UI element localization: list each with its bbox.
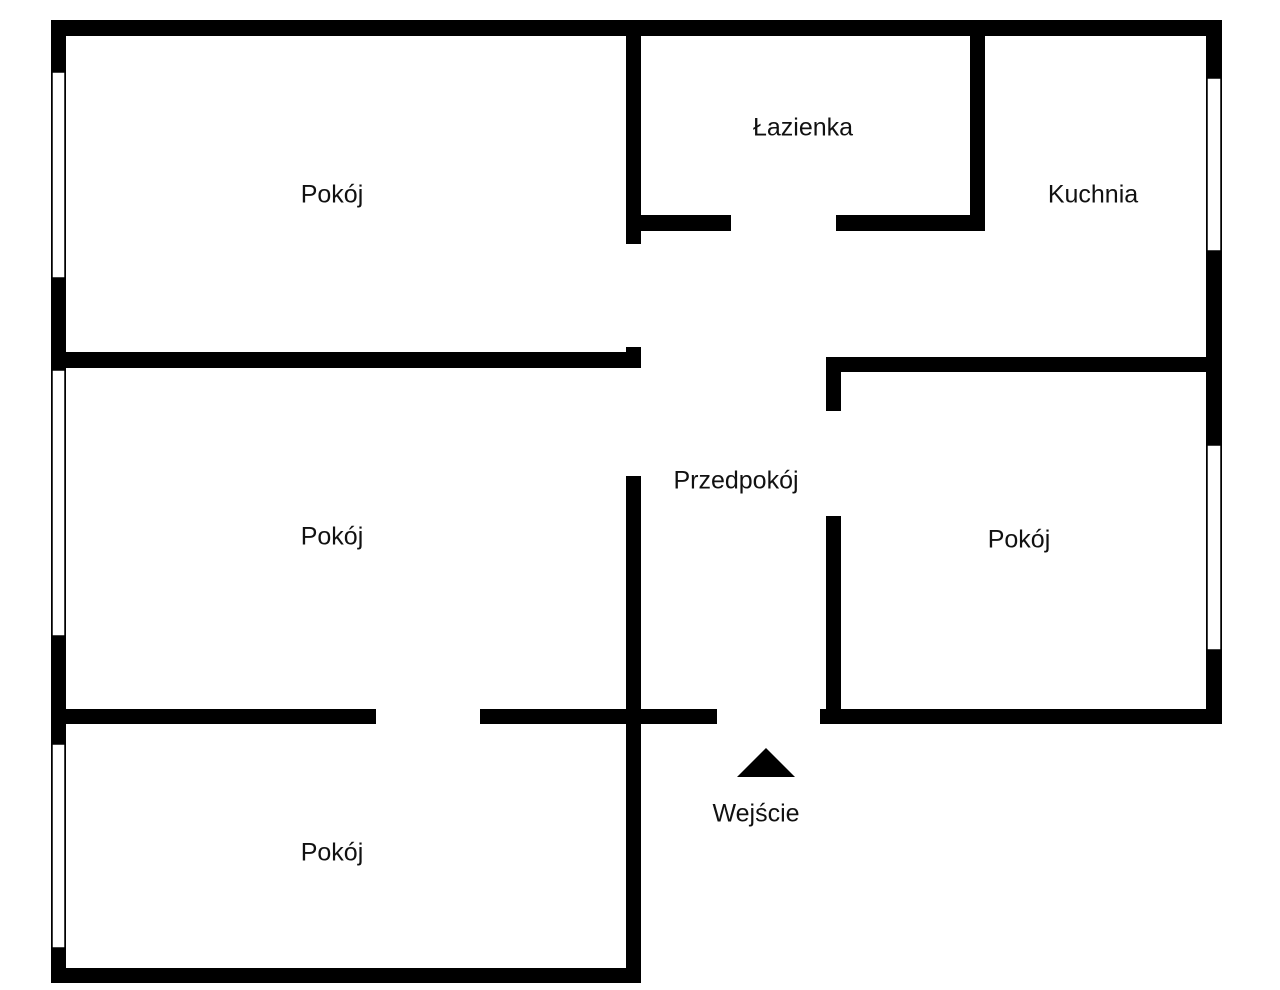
windows <box>51 71 1222 949</box>
wall-room-right-left-lower <box>826 516 841 724</box>
wall-bathroom-bottom-right <box>836 215 985 231</box>
wall-bathroom-bottom-left <box>626 215 731 231</box>
window <box>1206 77 1222 252</box>
wall-bottom-right <box>820 709 1222 724</box>
window <box>51 71 66 279</box>
wall-lower-left-b <box>480 709 717 724</box>
room-label: Przedpokój <box>673 466 799 495</box>
room-label: Pokój <box>300 180 364 209</box>
wall-lower-left-a <box>51 709 376 724</box>
wall-bathroom-right <box>970 36 985 231</box>
window <box>1206 444 1222 651</box>
entrance-label: Wejście <box>712 799 800 828</box>
watermark-logo: otodom <box>140 942 315 968</box>
wall-bottom-left <box>51 968 641 983</box>
entrance-arrow-icon <box>737 748 795 777</box>
wall-hallway-left <box>626 476 641 983</box>
window <box>51 369 66 637</box>
window <box>51 743 66 949</box>
room-label: Pokój <box>300 838 364 867</box>
room-label: Pokój <box>300 522 364 551</box>
wall-room-right-top <box>826 357 1222 372</box>
outer-wall-top <box>51 20 1222 36</box>
wall-bathroom-left <box>626 36 641 244</box>
room-label: Łazienka <box>752 113 854 142</box>
room-label: Kuchnia <box>1047 180 1139 209</box>
wall-stub <box>626 347 641 368</box>
walls <box>51 20 1222 983</box>
wall-room-right-left-upper <box>826 357 841 411</box>
room-label: Pokój <box>987 525 1051 554</box>
wall-between-rooms-left <box>51 352 641 368</box>
